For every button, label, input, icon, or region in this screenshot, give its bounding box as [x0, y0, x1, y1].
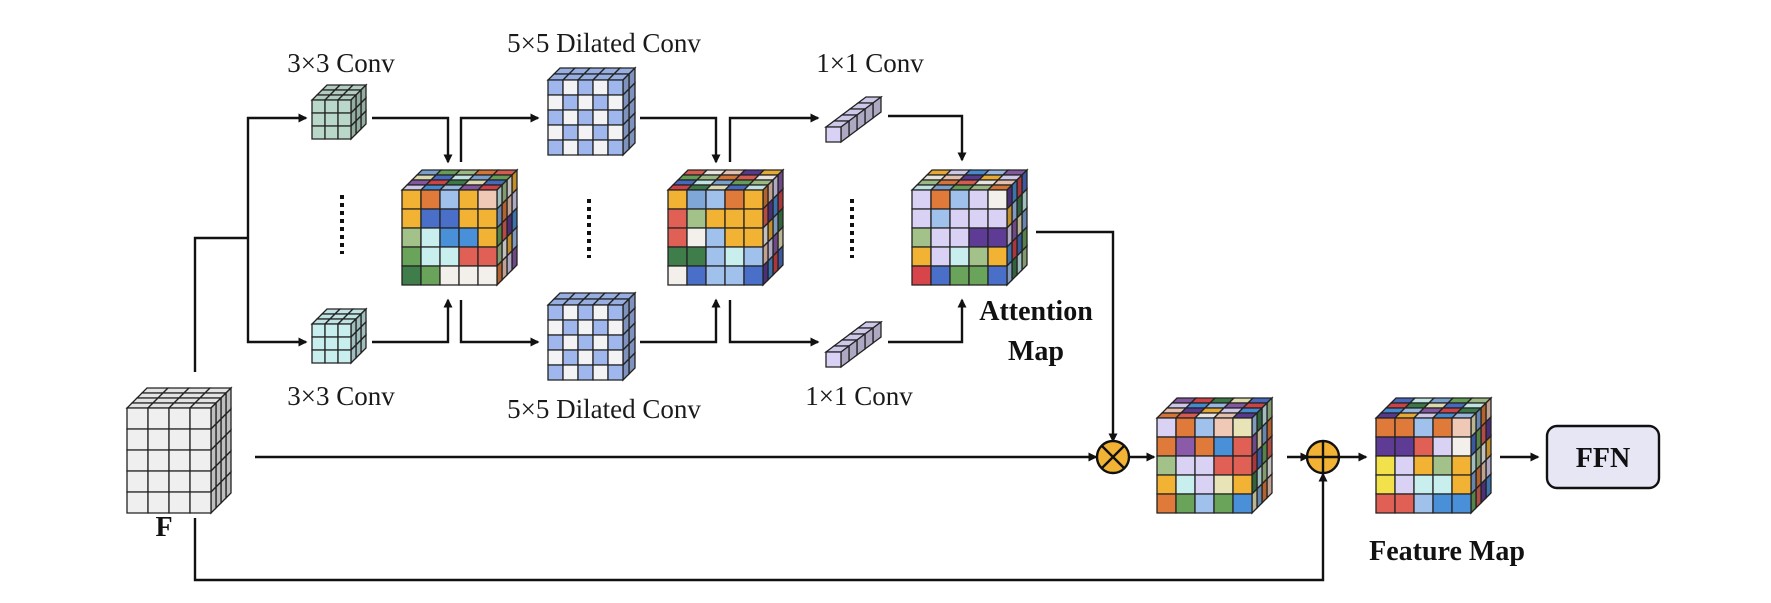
dil-bot-to-cube2-arrow [640, 298, 721, 344]
ffn-label: FFN [1576, 443, 1630, 474]
dilated-bot-label: 5×5 Dilated Conv [507, 394, 701, 424]
feature-map-tensor [1374, 396, 1493, 515]
attention-map-label-2: Map [1008, 336, 1064, 367]
conv3x3-bot-kernel [310, 307, 368, 365]
to-conv3-top-arrow [246, 113, 308, 238]
feature-tensor-1 [400, 168, 519, 287]
conv3-bot-to-cube1-arrow [372, 298, 453, 344]
input-trunk-line [193, 236, 248, 372]
attention-map-label-1: Attention [979, 296, 1093, 327]
attention-map-tensor [910, 168, 1029, 287]
cube2-to-conv1-bot-arrow [728, 300, 820, 347]
input-tensor-f [125, 386, 233, 515]
weighted-tensor [1155, 396, 1274, 515]
conv1-top-to-attn-arrow [888, 114, 967, 162]
dil-top-to-cube2-arrow [640, 116, 721, 164]
attn-to-multiply-arrow [1036, 230, 1118, 443]
conv1x1-top-kernel [824, 95, 883, 144]
conv3x3-top-kernel [310, 83, 368, 141]
conv3-top-to-cube1-arrow [372, 116, 453, 164]
conv1-bot-to-attn-arrow [888, 298, 967, 344]
cube1-to-dil-bot-arrow [459, 300, 540, 347]
conv3-bot-label: 3×3 Conv [287, 381, 395, 411]
add-operator-icon [1305, 439, 1341, 475]
dilated-conv-top-kernel [546, 66, 637, 157]
dilated-conv-bot-kernel [546, 291, 637, 382]
input-f-label: F [155, 512, 172, 543]
conv3-top-label: 3×3 Conv [287, 48, 395, 78]
to-conv3-bot-arrow [246, 238, 308, 347]
conv1-top-label: 1×1 Conv [816, 48, 924, 78]
conv1-bot-label: 1×1 Conv [805, 381, 913, 411]
dilated-top-label: 5×5 Dilated Conv [507, 28, 701, 58]
feature-tensor-2 [666, 168, 785, 287]
ellipsis-icons [340, 195, 854, 258]
multiply-operator-icon [1095, 439, 1131, 475]
cube2-to-conv1-top-arrow [728, 113, 820, 162]
ffn-block: FFN [1545, 424, 1661, 490]
conv1x1-bot-kernel [824, 320, 883, 369]
feature-map-label: Feature Map [1369, 536, 1525, 567]
connection-lines [193, 113, 1540, 582]
cube1-to-dil-top-arrow [459, 113, 540, 162]
residual-line [193, 472, 1328, 582]
tensor-cubes [125, 66, 1493, 515]
